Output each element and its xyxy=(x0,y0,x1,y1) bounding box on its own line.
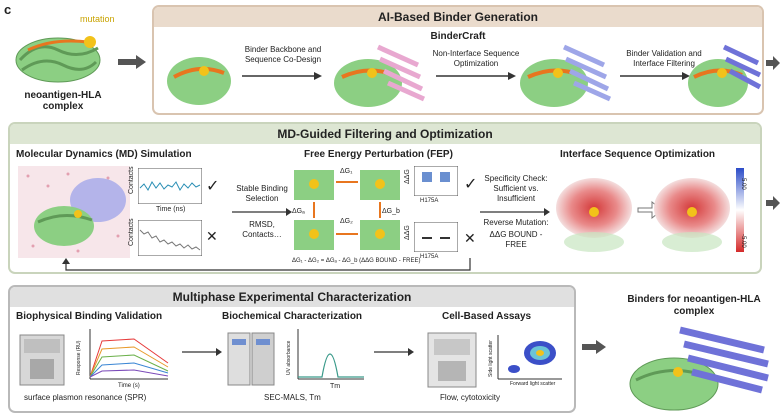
spr-x-label: Time (s) xyxy=(118,383,140,389)
ai-binder-generation-panel: AI-Based Binder Generation BinderCraft B… xyxy=(152,5,764,115)
cross-icon: ✕ xyxy=(206,228,218,244)
ddg-sufficient-plot xyxy=(414,166,458,196)
section-title: MD-Guided Filtering and Optimization xyxy=(10,124,760,144)
spr-sensorgram-plot xyxy=(89,329,169,380)
tm-label: Tm xyxy=(330,383,341,390)
forward-scatter-label: Forward light scatter xyxy=(510,381,556,387)
spr-y-label: Response (RU) xyxy=(76,340,82,375)
cell-title: Cell-Based Assays xyxy=(442,311,532,322)
fep-cycle-image xyxy=(294,170,400,250)
arrow-icon xyxy=(242,72,322,80)
mutation-label: mutation xyxy=(80,14,115,24)
md-contacts-stable-plot xyxy=(138,168,202,204)
arrow-icon xyxy=(480,208,550,216)
md-title: Molecular Dynamics (MD) Simulation xyxy=(16,149,192,160)
arrow-icon xyxy=(582,340,606,354)
rmsd-label: RMSD, Contacts… xyxy=(242,220,282,239)
ddg-bound-free-label: ΔΔG BOUND - FREE xyxy=(489,230,543,249)
arrow-icon xyxy=(232,208,292,216)
reverse-mutation-label: Reverse Mutation: xyxy=(483,218,549,227)
final-binder-complex-image xyxy=(629,326,769,411)
flow-label: Flow, cytotoxicity xyxy=(440,393,501,402)
bindercraft-label: BinderCraft xyxy=(430,31,486,42)
validated-binder-image xyxy=(688,44,762,107)
mutation-axis-label: H175A xyxy=(420,254,439,260)
side-scatter-label: Side light scatter xyxy=(488,340,494,377)
colorbar-max-label: 5.00 xyxy=(740,178,746,190)
fep-equation: ΔG₁ - ΔG₂ = ΔGₐ - ΔG_b (ΔΔG BOUND - FREE… xyxy=(292,258,421,264)
arrow-icon xyxy=(766,56,780,70)
flow-scatter-plot xyxy=(497,335,562,380)
check-icon: ✓ xyxy=(206,178,220,195)
bio-title: Biophysical Binding Validation xyxy=(16,311,163,322)
sec-mals-label: SEC-MALS, Tm xyxy=(264,393,321,402)
feedback-loop-arrow xyxy=(62,258,471,271)
biochem-title: Biochemical Characterization xyxy=(222,311,363,322)
dg1-label: ΔG₁ xyxy=(340,168,353,175)
complex-label: neoantigen-HLA complex xyxy=(24,90,102,112)
sec-mals-instrument-image xyxy=(227,332,275,386)
md-filtering-panel: MD-Guided Filtering and Optimization Mol… xyxy=(8,122,762,274)
section-title: Multiphase Experimental Characterization xyxy=(10,287,574,307)
dga-label: ΔGₐ xyxy=(292,208,305,215)
arrow-icon xyxy=(374,348,414,356)
iso-title: Interface Sequence Optimization xyxy=(560,149,716,160)
time-label: Time (ns) xyxy=(156,206,186,213)
arrow-icon xyxy=(182,348,222,356)
specificity-check-label: Specificity Check: Sufficient vs. Insuff… xyxy=(484,174,548,203)
dg2-label: ΔG₂ xyxy=(340,218,353,225)
arrow-icon xyxy=(620,72,690,80)
colorbar-min-label: -5.00 xyxy=(740,234,746,248)
panel-label: c xyxy=(4,2,12,17)
experimental-characterization-panel: Multiphase Experimental Characterization… xyxy=(8,285,576,413)
arrow-icon xyxy=(766,196,780,210)
step2-label: Non-Interface Sequence Optimization xyxy=(432,49,520,68)
protein-surface-image xyxy=(167,57,231,105)
ddg-axis-label: ΔΔG xyxy=(404,225,411,240)
neoantigen-complex-image xyxy=(15,36,101,83)
mutation-axis-label: H175A xyxy=(420,198,439,204)
interface-optimization-image xyxy=(556,178,730,252)
protein-binder-pink-image xyxy=(334,44,426,107)
contacts-axis-label: Contacts xyxy=(128,218,135,246)
arrow-icon xyxy=(118,55,146,69)
spr-instrument-image xyxy=(19,334,65,386)
uv-absorbance-plot xyxy=(297,329,364,380)
spr-label: surface plasmon resonance (SPR) xyxy=(24,393,147,402)
md-contacts-unstable-plot xyxy=(138,220,202,256)
color-scale-bar xyxy=(736,168,744,252)
stable-binding-label: Stable Binding Selection xyxy=(236,184,288,203)
ddg-insufficient-plot xyxy=(414,222,458,252)
protein-binder-blue-image xyxy=(520,44,612,107)
step3-label: Binder Validation and Interface Filterin… xyxy=(626,49,702,68)
uv-label: UV absorbance xyxy=(286,340,292,375)
flow-cytometer-image xyxy=(427,332,477,388)
step1-label: Binder Backbone and Sequence Co-Design xyxy=(244,45,322,64)
contacts-axis-label: Contacts xyxy=(128,166,135,194)
arrow-icon xyxy=(436,72,516,80)
section-title: AI-Based Binder Generation xyxy=(154,7,762,27)
cross-icon: ✕ xyxy=(464,230,476,246)
md-simulation-image xyxy=(18,166,130,258)
fep-title: Free Energy Perturbation (FEP) xyxy=(304,149,453,160)
dgb-label: ΔG_b xyxy=(382,208,400,215)
binders-label: Binders for neoantigen-HLA complex xyxy=(627,294,761,317)
check-icon: ✓ xyxy=(464,176,478,193)
ddg-axis-label: ΔΔG xyxy=(404,169,411,184)
